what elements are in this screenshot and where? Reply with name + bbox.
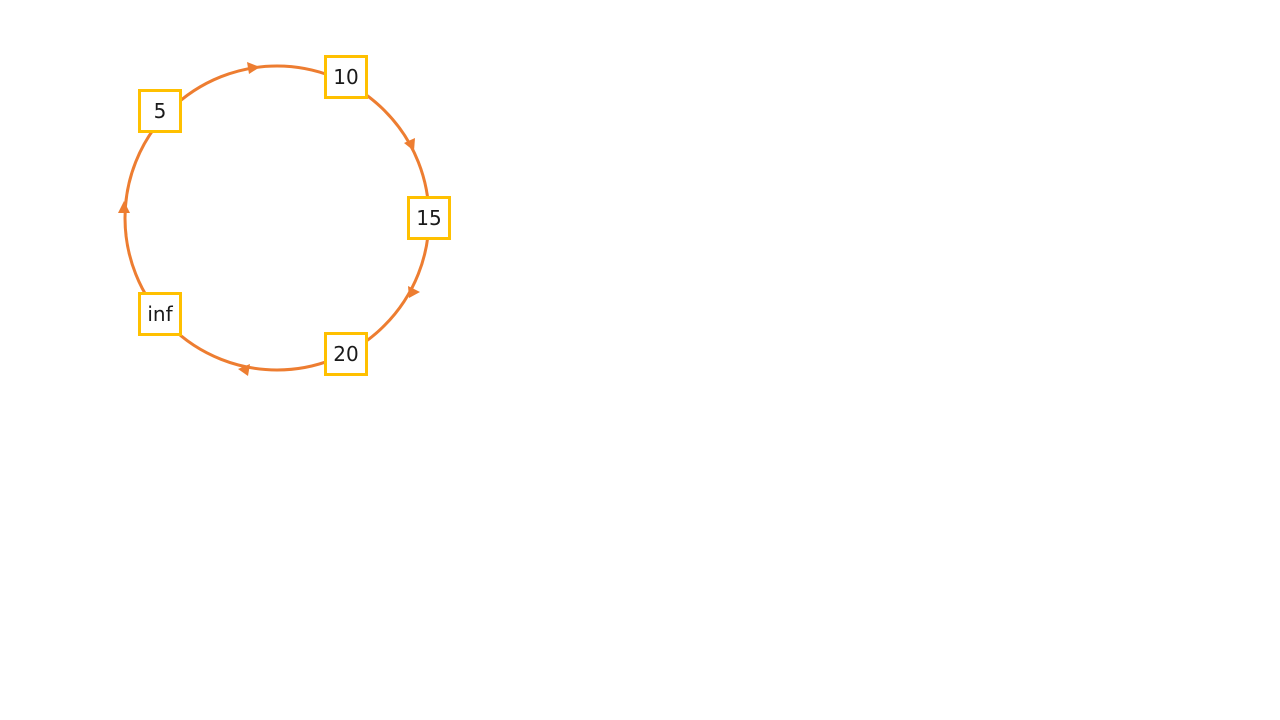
arrow-head-lower-right xyxy=(408,286,420,298)
node-20: 20 xyxy=(324,332,368,376)
node-label: 10 xyxy=(333,65,359,89)
arrow-head-left xyxy=(118,201,130,213)
arrow-head-bottom xyxy=(238,364,250,376)
node-label: inf xyxy=(147,302,173,326)
arrow-head-top xyxy=(247,62,260,74)
node-label: 5 xyxy=(153,99,167,123)
node-5: 5 xyxy=(138,89,182,133)
arrow-head-upper-right xyxy=(404,138,415,151)
node-inf: inf xyxy=(138,292,182,336)
node-15: 15 xyxy=(407,196,451,240)
node-label: 15 xyxy=(416,206,442,230)
node-10: 10 xyxy=(324,55,368,99)
node-label: 20 xyxy=(333,342,359,366)
